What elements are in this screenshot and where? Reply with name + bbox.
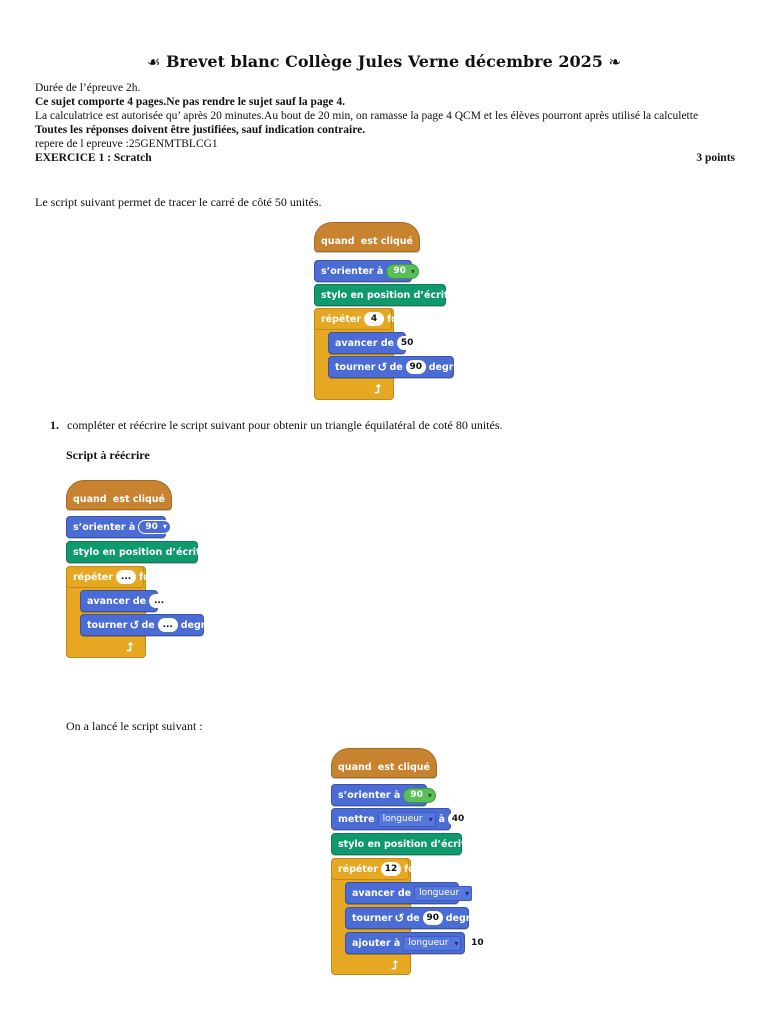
- exercise-heading: EXERCICE 1 : Scratch 3 points: [35, 151, 735, 165]
- repeat-block: répéter 4 fois: [314, 308, 407, 330]
- direction-dropdown: 90: [403, 787, 436, 803]
- move-variable: longueur: [414, 885, 473, 901]
- turn-degrees-blank: ...: [157, 618, 178, 632]
- when-flag-block: quand est cliqué: [314, 222, 420, 252]
- turn-degrees: 90: [405, 360, 426, 374]
- variable-dropdown: longueur: [377, 811, 436, 827]
- title-text: Brevet blanc Collège Jules Verne décembr…: [165, 52, 603, 71]
- justify-note: Toutes les réponses doivent être justifi…: [35, 124, 366, 136]
- move-steps: 50: [397, 336, 418, 350]
- set-variable-block: mettre longueur à 40: [331, 808, 469, 830]
- page-title: ☙ Brevet blanc Collège Jules Verne décem…: [0, 52, 768, 71]
- direction-dropdown: 90: [386, 263, 419, 279]
- move-block: avancer de 50: [328, 332, 418, 354]
- loop-arrow-icon: ⮥: [126, 640, 134, 654]
- repeat-block: répéter ... fois: [66, 566, 159, 588]
- repeat-count-blank: ...: [116, 570, 137, 584]
- question-1: 1.compléter et réécrire le script suivan…: [50, 418, 503, 432]
- subheading-rewrite: Script à réécrire: [66, 448, 150, 462]
- turn-left-icon: ↺: [394, 911, 405, 925]
- scratch-script-square: quand est cliqué s’orienter à 90 stylo e…: [314, 222, 474, 402]
- launch-text: On a lancé le script suivant :: [66, 719, 203, 733]
- repeat-block: répéter 12 fois: [331, 858, 424, 880]
- when-flag-block: quand est cliqué: [331, 748, 437, 778]
- point-direction-block: s’orienter à 90: [314, 260, 419, 282]
- duration-line: Durée de l’épreuve 2h.: [35, 82, 141, 94]
- turn-left-icon: ↺: [129, 618, 140, 632]
- exercise-points: 3 points: [696, 152, 735, 164]
- loop-arrow-icon: ⮥: [374, 382, 382, 396]
- turn-left-icon: ↺: [377, 360, 388, 374]
- set-value: 40: [448, 812, 469, 826]
- move-steps-blank: ...: [149, 594, 170, 608]
- exercise-title: EXERCICE 1 : Scratch: [35, 152, 152, 164]
- pen-down-block: stylo en position d’écriture: [66, 541, 218, 563]
- ornament-right-icon: ❧: [608, 53, 622, 71]
- turn-block: tourner ↺ de 90 degrés: [345, 907, 483, 929]
- turn-block: tourner ↺ de 90 degrés: [328, 356, 466, 378]
- move-block: avancer de longueur: [345, 882, 473, 904]
- point-direction-block: s’orienter à 90: [66, 516, 171, 538]
- pen-down-block: stylo en position d’écriture: [314, 284, 466, 306]
- pages-note: Ce sujet comporte 4 pages.Ne pas rendre …: [35, 96, 346, 108]
- direction-dropdown: 90: [138, 520, 171, 534]
- turn-block: tourner ↺ de ... degrés: [80, 614, 218, 636]
- loop-arrow-icon: ⮥: [391, 958, 399, 972]
- repeat-count: 12: [381, 862, 402, 876]
- change-variable-block: ajouter à longueur 10: [345, 932, 488, 954]
- move-block: avancer de ...: [80, 590, 170, 612]
- scratch-script-spiral: quand est cliqué s’orienter à 90 mettre …: [331, 748, 501, 978]
- exam-header: Durée de l’épreuve 2h. Ce sujet comporte…: [35, 81, 735, 165]
- turn-degrees: 90: [422, 911, 443, 925]
- change-value: 10: [467, 936, 488, 950]
- calculator-note: La calculatrice est autorisée qu’ après …: [35, 110, 699, 122]
- ornament-left-icon: ☙: [146, 53, 161, 71]
- exercise-intro: Le script suivant permet de tracer le ca…: [35, 195, 322, 209]
- change-variable-dropdown: longueur: [403, 935, 462, 951]
- scratch-script-blank: quand est cliqué s’orienter à 90 stylo e…: [66, 480, 226, 660]
- reference-line: repere de l epreuve :25GENMTBLCG1: [35, 138, 218, 150]
- pen-down-block: stylo en position d’écriture: [331, 833, 483, 855]
- repeat-count: 4: [364, 312, 385, 326]
- when-flag-block: quand est cliqué: [66, 480, 172, 510]
- point-direction-block: s’orienter à 90: [331, 784, 436, 806]
